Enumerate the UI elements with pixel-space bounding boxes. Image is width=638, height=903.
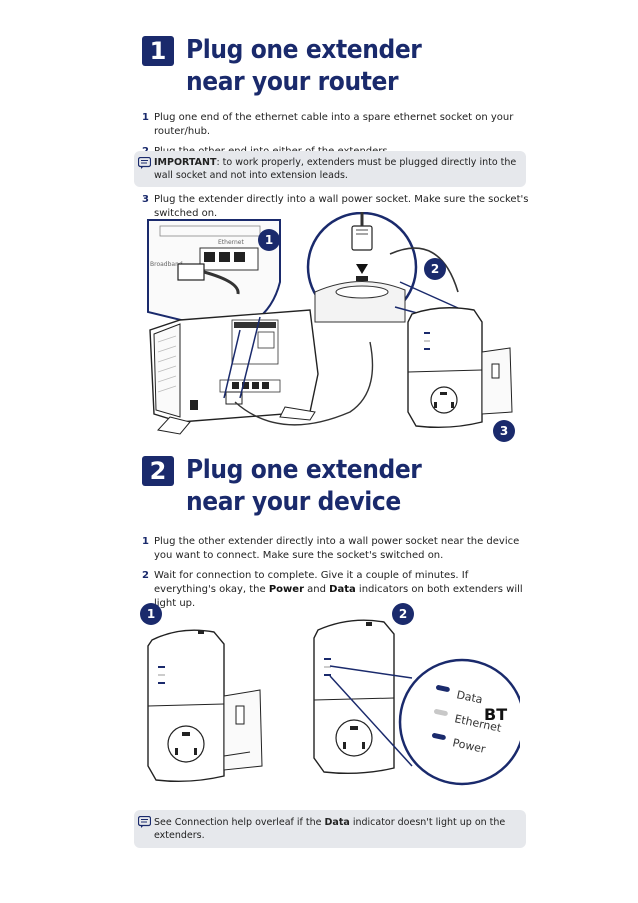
- extender-plugged-in: [147, 629, 263, 783]
- device-callout-2: 2: [392, 603, 414, 625]
- callout-3: 3: [493, 420, 515, 442]
- section-1-header: 1 Plug one extender near your router: [142, 34, 486, 98]
- section-2-number: 2: [142, 456, 174, 486]
- note-icon: [138, 816, 151, 828]
- router-setup-illustration: Ethernet Broadband: [147, 212, 513, 435]
- important-note: IMPORTANT: to work properly, extenders m…: [134, 151, 526, 187]
- extender-lights-on: [313, 619, 395, 775]
- router-hub: [149, 309, 319, 435]
- ethernet-port-label: Ethernet: [218, 239, 244, 246]
- section-1-step-3: 3 Plug the extender directly into a wall…: [142, 193, 532, 227]
- device-setup-illustration: Data Ethernet Power BT: [147, 619, 520, 786]
- section-2-title: Plug one extender near your device: [186, 455, 422, 517]
- note-text: : to work properly, extenders must be pl…: [154, 157, 517, 181]
- step-item: 1 Plug the other extender directly into …: [142, 536, 520, 561]
- data-indicator-label: Data: [455, 688, 483, 706]
- callout-2: 2: [424, 258, 446, 280]
- extender-socket-zoom: [306, 212, 418, 323]
- connection-help-note: See Connection help overleaf if the Data…: [134, 810, 526, 848]
- step-item: 2 Wait for connection to complete. Give …: [142, 570, 523, 609]
- section-1-number: 1: [142, 36, 174, 66]
- section-1-title: Plug one extender near your router: [186, 35, 422, 97]
- note-label: IMPORTANT: [154, 157, 217, 168]
- callout-1: 1: [258, 229, 280, 251]
- device-callout-1: 1: [140, 603, 162, 625]
- step-item: 3 Plug the extender directly into a wall…: [142, 194, 529, 219]
- section-2-steps: 1 Plug the other extender directly into …: [142, 535, 532, 617]
- indicator-lights-zoom: Data Ethernet Power BT: [398, 658, 520, 786]
- extender-on-wall: [407, 307, 513, 429]
- section-2-header: 2 Plug one extender near your device: [142, 454, 486, 518]
- bt-logo: BT: [484, 705, 507, 724]
- router-ports-zoom: Ethernet Broadband: [147, 219, 281, 334]
- broadband-port-label: Broadband: [150, 261, 183, 268]
- note-icon: [138, 157, 151, 169]
- step-item: 1 Plug one end of the ethernet cable int…: [142, 112, 514, 137]
